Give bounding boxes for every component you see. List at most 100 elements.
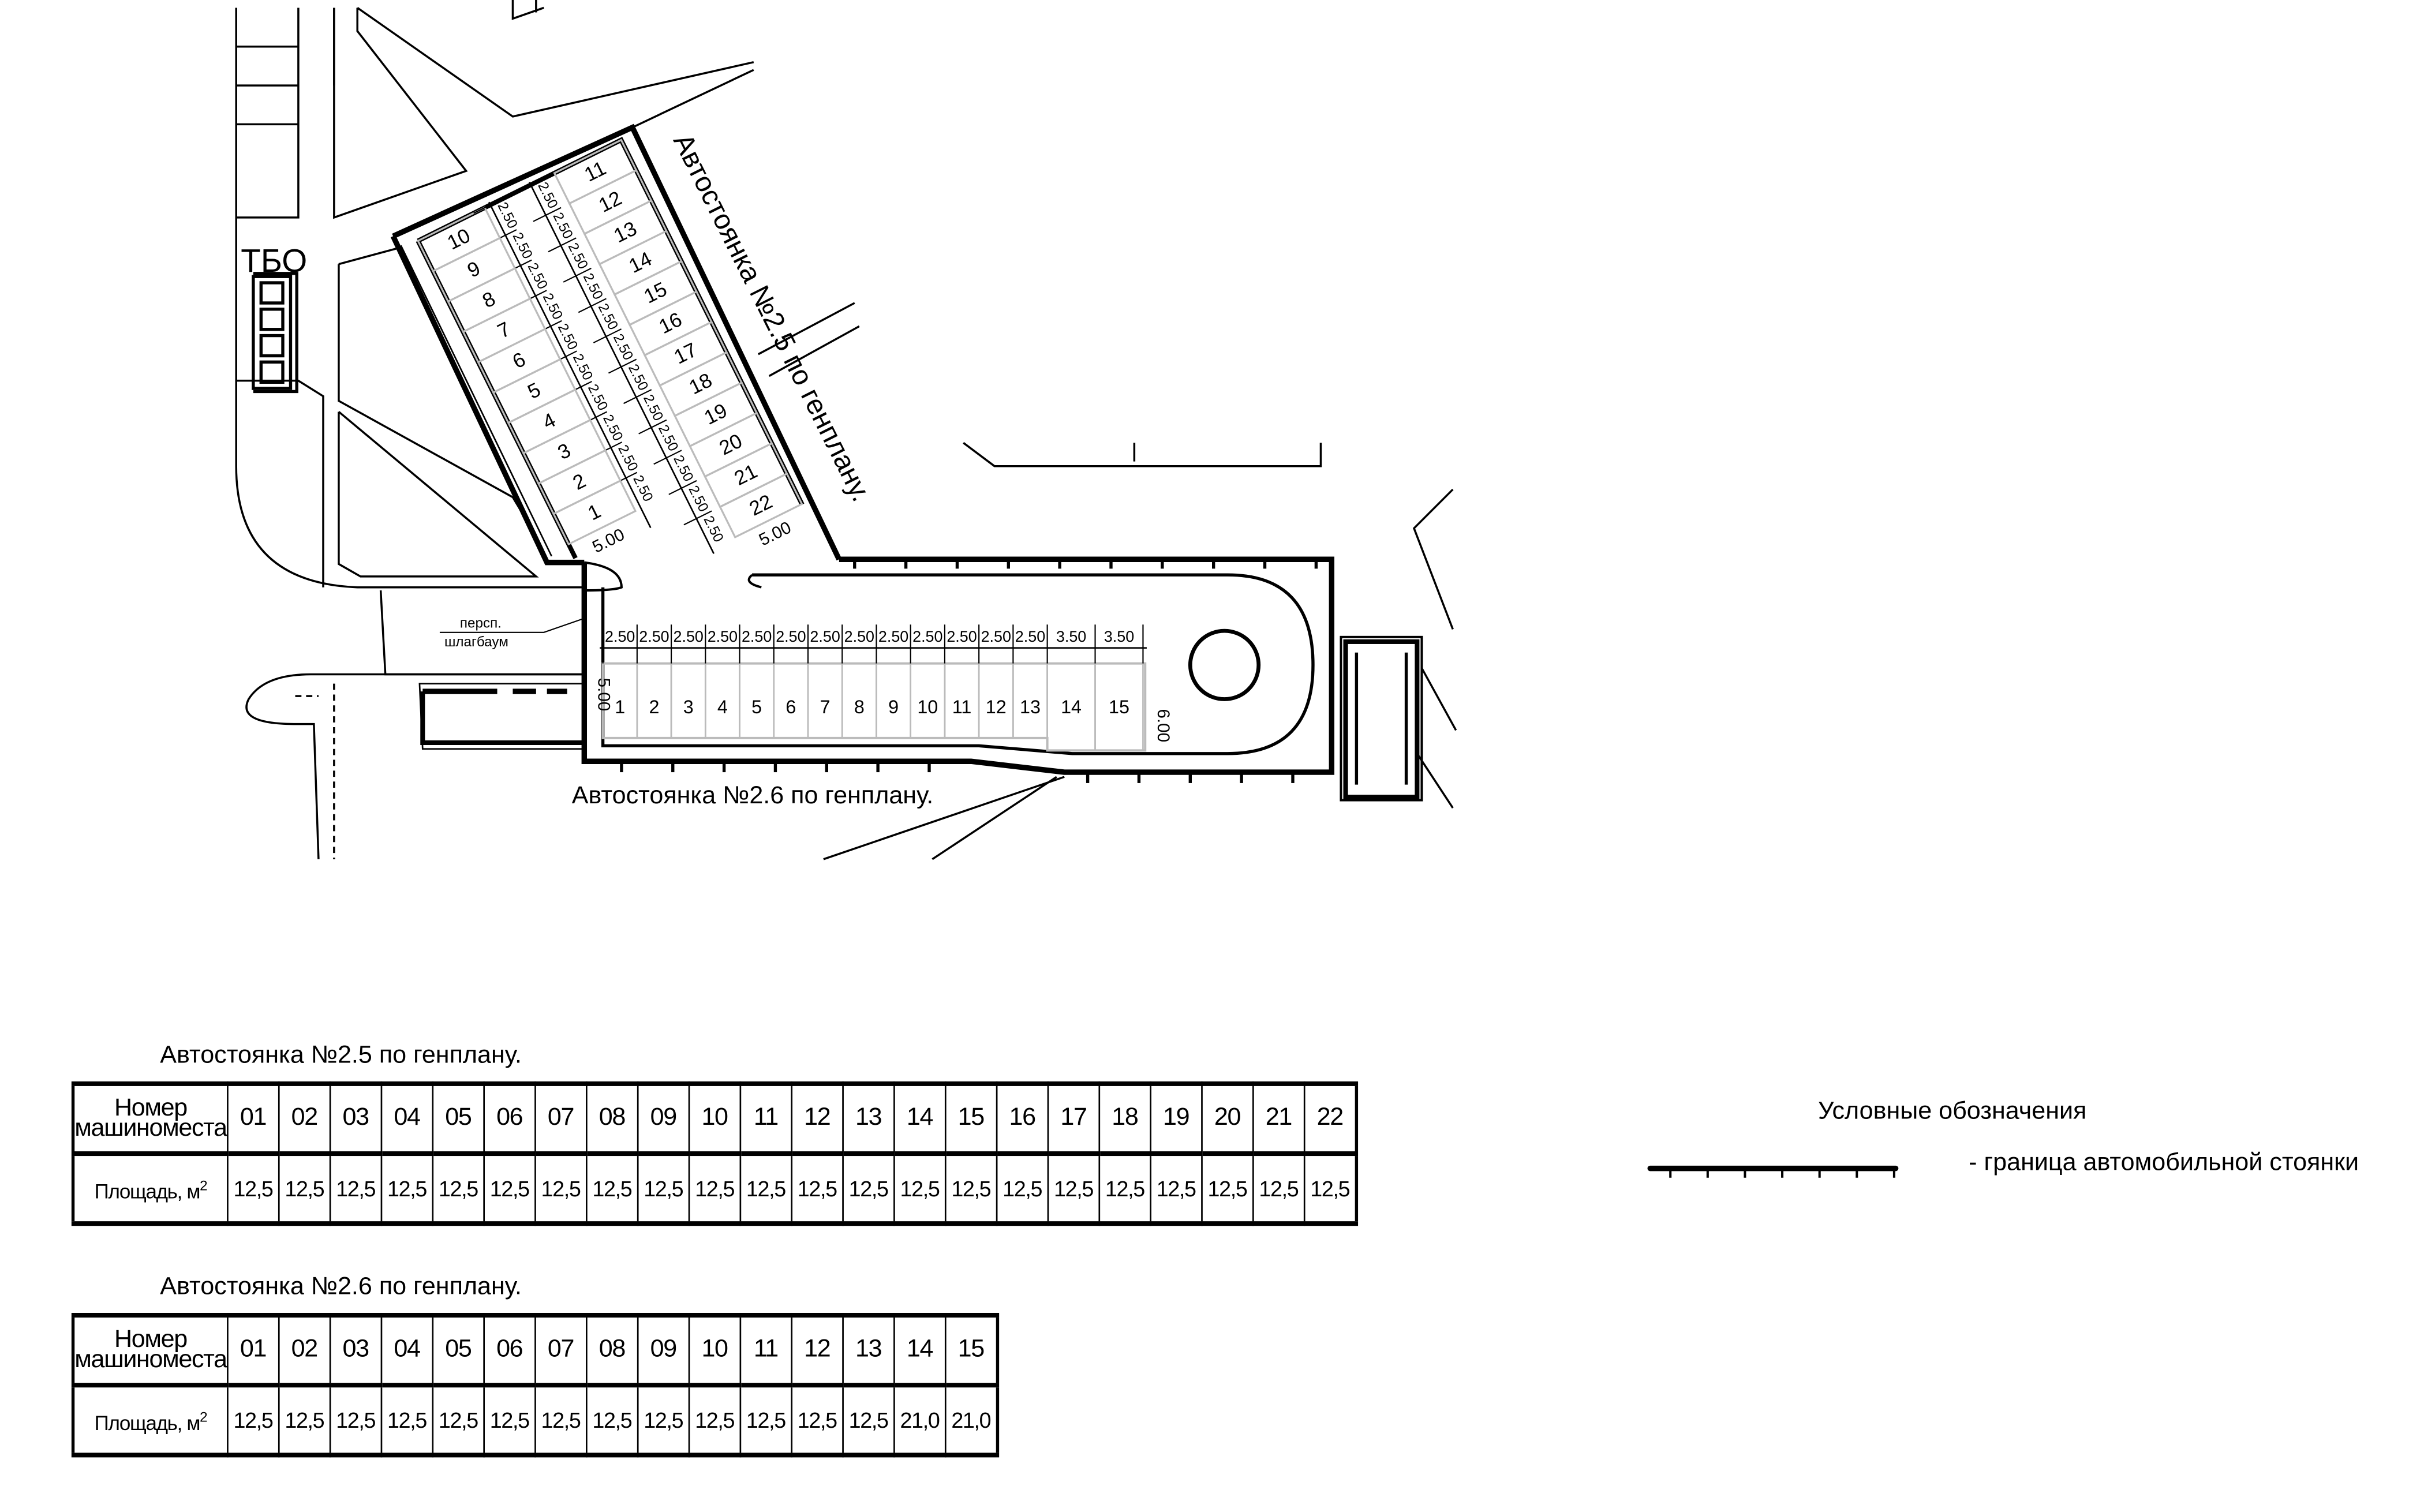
lot-26-width-label: 3.50 (1056, 628, 1086, 645)
space-area-cell: 12,5 (739, 1154, 792, 1224)
dimension-tick (638, 419, 667, 435)
lot-25-space-number: 2 (569, 469, 589, 495)
lot-25-space-number: 13 (610, 217, 640, 247)
space-number-cell: 15 (944, 1083, 998, 1157)
lot-25-space-number: 15 (641, 278, 671, 308)
lot-25-space-number: 16 (656, 308, 686, 338)
space-area-cell: 12,5 (432, 1154, 485, 1224)
space-area-cell: 12,5 (893, 1154, 947, 1224)
lot-25-space-number: 14 (625, 248, 655, 278)
lot-26-width-label: 2.50 (674, 628, 704, 645)
lot-25-space-number: 19 (701, 399, 731, 429)
lot-26-width-label: 2.50 (708, 628, 738, 645)
space-area-cell: 12,5 (1303, 1154, 1357, 1224)
dimension-tick (593, 328, 622, 343)
space-number-cell: 07 (534, 1083, 588, 1157)
space-number-cell: 11 (739, 1083, 792, 1157)
space-area-cell: 12,5 (482, 1154, 536, 1224)
lot-26-large-depth-label: 6.00 (1154, 709, 1173, 742)
lot-26-space-number: 2 (649, 697, 659, 717)
lot-25-space-number: 21 (731, 460, 761, 490)
space-number-cell: 03 (329, 1083, 382, 1157)
space-number-cell: 16 (996, 1083, 1049, 1157)
lot-25-space-number: 3 (554, 439, 574, 465)
barrier-label-2: шлагбаум (444, 634, 508, 650)
space-number-cell: 06 (482, 1083, 536, 1157)
lot-25-width-label: 2.50 (549, 210, 575, 241)
area-unit-superscript: 2 (200, 1177, 207, 1193)
space-number-cell: 20 (1200, 1083, 1254, 1157)
lot-26-space-number: 11 (952, 697, 972, 717)
barrier-label-1: персп. (460, 616, 502, 631)
legend-title: Условные обозначения (1817, 1098, 2087, 1125)
lot-25-space-number: 20 (716, 429, 746, 459)
lot-25-width-label: 2.50 (625, 362, 651, 393)
space-area-cell: 21,0 (893, 1385, 947, 1455)
row-header-line: Номер (114, 1095, 188, 1122)
lot-26-width-label: 2.50 (776, 628, 806, 645)
lot-26-depth-label: 5.00 (594, 678, 614, 712)
space-number-cell: 12 (791, 1083, 844, 1157)
space-number-cell: 08 (585, 1315, 639, 1388)
space-area-cell: 12,5 (329, 1385, 382, 1455)
space-number-cell: 15 (944, 1315, 998, 1388)
space-number-cell: 01 (226, 1083, 280, 1157)
boundary-ticks (620, 559, 1318, 783)
lot-26-width-label: 3.50 (1104, 628, 1134, 645)
row-header-line: Номер (114, 1327, 188, 1353)
lot-25-space-number: 8 (479, 287, 499, 313)
space-number-cell: 22 (1303, 1083, 1357, 1157)
space-area-cell: 12,5 (482, 1385, 536, 1455)
dimension-tick (683, 510, 712, 526)
lot-26-space-number: 10 (917, 697, 938, 717)
lot-26-space-number: 8 (854, 697, 865, 717)
space-number-cell: 12 (791, 1315, 844, 1388)
dimension-tick (578, 298, 607, 313)
lot-25-title-on-plan: Автостоянка №2.5 по генплану. (667, 129, 877, 506)
lot-25-space-number: 9 (464, 257, 484, 282)
lot-26-width-label: 2.50 (605, 628, 635, 645)
space-number-cell: 04 (380, 1083, 433, 1157)
space-number-cell: 21 (1252, 1083, 1305, 1157)
space-area-cell: 12,5 (534, 1154, 588, 1224)
tbo-label: ТБО (241, 242, 307, 279)
space-number-cell: 05 (432, 1083, 485, 1157)
dimension-tick (473, 199, 502, 214)
row-header-area: Площадь, м2 (72, 1154, 229, 1224)
lot-26-space-number: 9 (888, 697, 899, 717)
space-area-cell: 12,5 (432, 1385, 485, 1455)
lot-25-space-number: 10 (444, 224, 474, 254)
space-number-cell: 14 (893, 1315, 947, 1388)
space-number-cell: 13 (841, 1083, 895, 1157)
lot-25-space-number: 22 (746, 490, 776, 520)
space-area-cell: 12,5 (1098, 1154, 1151, 1224)
space-area-cell: 12,5 (329, 1154, 382, 1224)
lot-26-space-number: 12 (986, 697, 1007, 717)
waste-container-area: ТБО (241, 242, 307, 394)
lot-25-space-number: 5 (524, 379, 544, 404)
lot-25-width-label: 2.50 (600, 412, 626, 443)
space-area-cell: 12,5 (380, 1385, 433, 1455)
lot-26-width-label: 2.50 (947, 628, 977, 645)
lot-26-space-number: 15 (1109, 697, 1129, 717)
space-number-cell: 09 (637, 1083, 690, 1157)
lot-25-width-label: 2.50 (610, 331, 636, 362)
lot-26-space-number: 5 (751, 697, 762, 717)
legend-boundary-text: - граница автомобильной стоянки (1969, 1150, 2359, 1177)
lot-26: 12.5022.5032.5042.5052.5062.5072.5082.50… (594, 624, 1173, 752)
lot-26-title-on-plan: Автостоянка №2.6 по генплану. (572, 781, 933, 809)
dimension-tick (518, 177, 547, 192)
lot-26-width-label: 2.50 (878, 628, 908, 645)
space-area-cell: 12,5 (278, 1385, 331, 1455)
space-number-cell: 04 (380, 1315, 433, 1388)
lot-26-space-number: 7 (820, 697, 831, 717)
dimension-tick (548, 237, 577, 253)
row-header-area: Площадь, м2 (72, 1385, 229, 1455)
lot-26-boundary (420, 556, 1423, 802)
lot-26-space-number: 6 (785, 697, 796, 717)
lot-26-width-label: 2.50 (1015, 628, 1045, 645)
space-area-cell: 12,5 (1252, 1154, 1305, 1224)
lot-26-space-number: 3 (683, 697, 694, 717)
